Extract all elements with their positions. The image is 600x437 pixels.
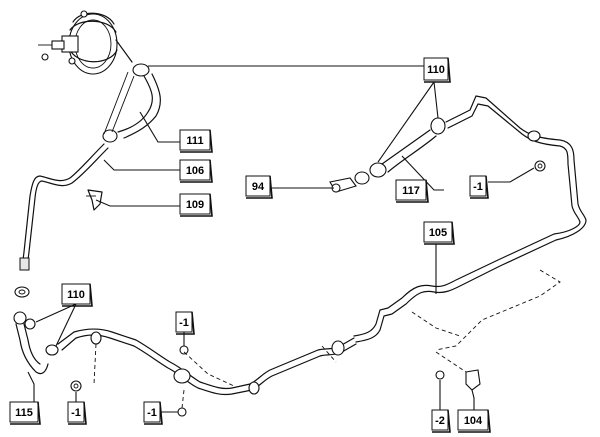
hose-117: [354, 117, 446, 185]
callout-minus1-left: -1: [67, 401, 87, 425]
callout-94: 94: [245, 175, 273, 199]
leader-lines: [27, 65, 535, 413]
callout-110-left: 110: [61, 283, 93, 307]
callout-110-left-label: 110: [67, 289, 85, 301]
vacuum-hose-111: [102, 63, 161, 143]
fasteners: [70, 345, 481, 417]
callout-minus1-right-label: -1: [473, 181, 483, 193]
callout-115: 115: [9, 401, 41, 425]
callout-117: 117: [395, 179, 429, 203]
check-valve-94: [329, 177, 357, 193]
callout-minus1-mid-label: -1: [179, 317, 189, 329]
callout-106-label: 106: [186, 165, 204, 177]
callout-109: 109: [179, 193, 213, 217]
callout-106: 106: [179, 159, 213, 183]
callout-111-label: 111: [186, 135, 203, 147]
brake-booster: [38, 10, 133, 75]
clip-109: [86, 189, 103, 211]
callout-104: 104: [457, 409, 491, 433]
callout-minus2: -2: [431, 409, 451, 433]
hose-115: [13, 311, 59, 375]
callout-117-label: 117: [402, 185, 420, 197]
callout-105: 105: [423, 221, 455, 245]
callout-minus1-mid: -1: [175, 311, 195, 335]
callout-109-label: 109: [186, 199, 204, 211]
callout-110-top-label: 110: [427, 64, 445, 76]
callout-minus1-bottom-label: -1: [147, 407, 157, 419]
vacuum-pipe-106: [14, 143, 109, 298]
vacuum-pipe-105: [353, 95, 587, 343]
callout-111: 111: [179, 129, 213, 153]
callout-94-label: 94: [252, 181, 265, 193]
callout-minus1-right: -1: [469, 175, 489, 199]
callout-110-top: 110: [423, 57, 451, 83]
callout-104-label: 104: [464, 415, 483, 427]
callout-minus2-label: -2: [435, 415, 445, 427]
callout-105-label: 105: [429, 227, 447, 239]
vacuum-pipe-lower: [57, 328, 357, 396]
callout-minus1-bottom: -1: [143, 401, 163, 425]
callout-minus1-left-label: -1: [71, 407, 81, 419]
callout-115-label: 115: [15, 407, 33, 419]
phantom-lines: [93, 269, 561, 409]
